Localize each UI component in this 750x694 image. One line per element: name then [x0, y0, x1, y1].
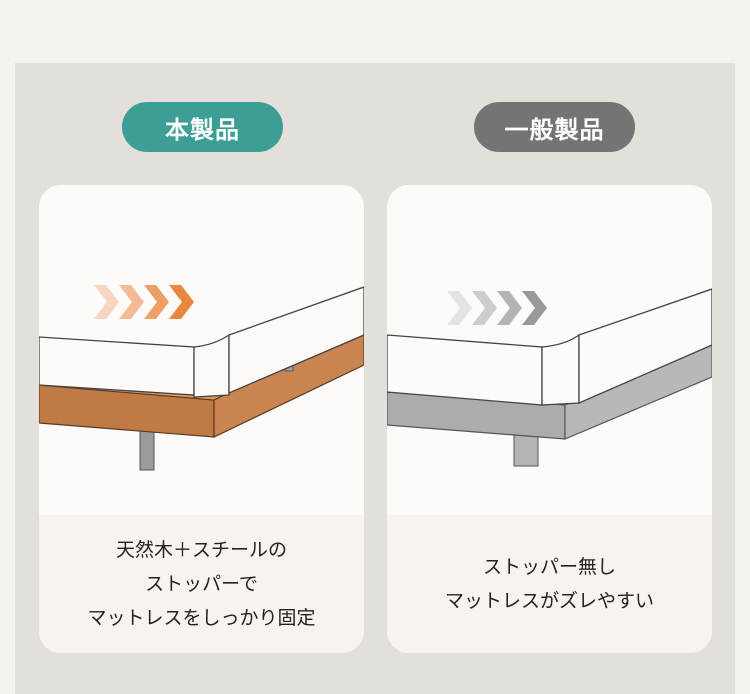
slide-arrows-orange — [94, 285, 194, 319]
generic-badge: 一般製品 — [474, 102, 635, 152]
caption-line: マットレスがズレやすい — [444, 590, 654, 612]
generic-caption: ストッパー無し マットレスがズレやすい — [387, 515, 712, 653]
bed-with-stopper-illustration — [39, 285, 364, 471]
caption-line: 天然木＋スチールの — [115, 539, 287, 561]
product-card: 天然木＋スチールの ストッパーで マットレスをしっかり固定 — [39, 185, 364, 653]
product-badge: 本製品 — [122, 102, 283, 152]
caption-line: ストッパー無し — [482, 556, 616, 578]
slide-arrows-gray — [447, 291, 547, 325]
bed-without-stopper-illustration — [387, 288, 712, 467]
generic-card: ストッパー無し マットレスがズレやすい — [387, 185, 712, 653]
product-caption: 天然木＋スチールの ストッパーで マットレスをしっかり固定 — [39, 515, 364, 653]
caption-line: マットレスをしっかり固定 — [87, 607, 316, 629]
caption-line: ストッパーで — [145, 573, 258, 595]
